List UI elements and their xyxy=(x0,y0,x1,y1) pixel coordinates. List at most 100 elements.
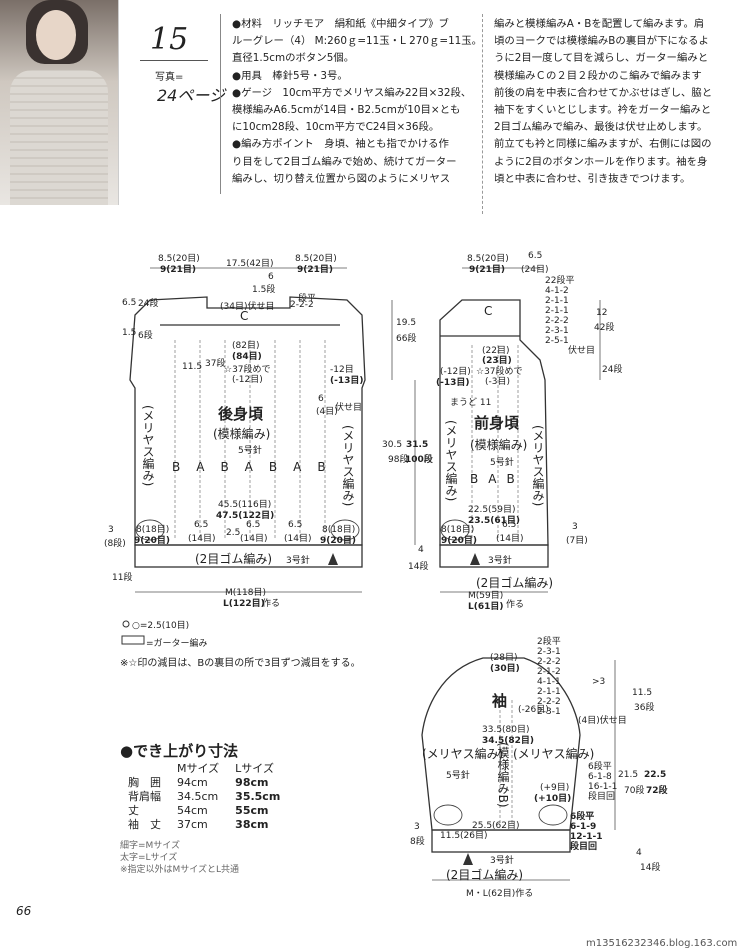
back-cell-3: 6.5 xyxy=(194,520,209,530)
front-total-l: L(61目) xyxy=(468,602,504,612)
front-bh-note: まうど 11 xyxy=(450,398,492,408)
sleeve-sub-right: (メリヤス編み) xyxy=(513,747,595,761)
size-cell: 54cm xyxy=(177,804,208,817)
front-body-title: 前身頃 xyxy=(474,414,520,432)
instruction-line: 2目ゴム編みで編み、最後は伏せ止めします。 xyxy=(494,121,708,134)
front-neck-step: 2-3-1 xyxy=(545,326,569,336)
size-cell: 丈 xyxy=(128,804,139,817)
sleeve-top-2: (30目) xyxy=(490,664,520,674)
legend-garter: =ガーター編み xyxy=(146,639,208,649)
instruction-line: 袖下をすくいとじします。衿をガーター編みと xyxy=(494,104,712,117)
sleeve-cap-dec: (-26目) xyxy=(518,705,549,715)
back-left-dim-3: 1.5 xyxy=(122,328,137,338)
sleeve-h1: 21.5 xyxy=(618,770,639,780)
front-inner-left-1: (-12目) xyxy=(440,367,471,377)
legend-note: ※☆印の減目は、Bの裏目の所で3目ずつ減目をする。 xyxy=(120,658,361,669)
front-right-3: 24段 xyxy=(602,365,623,375)
instruction-line: 頃のヨークでは模様編みBの裏目が下になるよ xyxy=(494,35,709,48)
front-right-1: 12 xyxy=(596,308,608,318)
front-inner-top-2: (23目) xyxy=(482,356,512,366)
front-side-right: (メリヤス編み) xyxy=(531,425,545,507)
size-header xyxy=(128,762,167,776)
back-right-dec-1: -12目 xyxy=(330,365,354,375)
instruction-line: ●ゲージ 10cm平方でメリヤス編み22目×32段、 xyxy=(232,86,472,99)
back-mid-2: (4目) xyxy=(316,407,338,417)
back-cell-5: 2.5 xyxy=(226,528,241,538)
back-inner-top-1: (82目) xyxy=(232,341,260,351)
front-width-2: 23.5(61目) xyxy=(468,516,520,526)
back-neck-2: 1.5段 xyxy=(252,285,276,295)
sleeve-cap-step: 4-1-1 xyxy=(537,677,561,687)
sleeve-inc-note-2: (+10目) xyxy=(534,794,572,804)
instruction-line: 模様編みＣの２目２段かのこ編みで編みます xyxy=(494,69,702,82)
sleeve-cap-step: 2-1-2 xyxy=(537,667,561,677)
divider xyxy=(140,60,208,61)
back-cell-2: 9(20目) xyxy=(134,536,171,546)
back-left-dim-2: 24段 xyxy=(138,299,159,309)
front-cell-4: (14目) xyxy=(496,534,524,544)
instruction-line: ように2目のボタンホールを作ります。袖を身 xyxy=(494,155,708,168)
front-neck-step: 4-1-2 xyxy=(545,286,569,296)
size-note: ※指定以外はMサイズとL共通 xyxy=(120,865,240,875)
size-cell: 34.5cm xyxy=(177,790,219,803)
front-total-label: 作る xyxy=(506,600,525,610)
size-cell: 38cm xyxy=(235,818,269,831)
sleeve-rib-side-4: 14段 xyxy=(640,863,661,873)
back-top-right-dim: 8.5(20目) xyxy=(295,254,337,264)
pattern-number: 15 xyxy=(150,22,189,57)
front-top-1: 8.5(20目) xyxy=(467,254,509,264)
size-header: Mサイズ xyxy=(177,762,220,775)
sleeve-cap-brace: >3 xyxy=(592,677,606,687)
sleeve-needle: 5号針 xyxy=(446,771,470,781)
dashed-separator xyxy=(482,14,483,214)
front-dec-note2: (-3目) xyxy=(485,377,510,387)
back-top-right-dim-l: 9(21目) xyxy=(297,265,334,275)
back-left-dim-4: 6段 xyxy=(138,331,153,341)
back-cell-7: (14目) xyxy=(240,534,268,544)
size-note: 細字=Mサイズ xyxy=(120,841,181,851)
instruction-line: 編みし、切り替え位置から図のようにメリヤス xyxy=(232,172,451,185)
front-rib-needle: 3号針 xyxy=(488,556,512,566)
back-cell-9: (14目) xyxy=(284,534,312,544)
front-length-1: 30.5 xyxy=(382,440,403,450)
front-inner-top-1: (22目) xyxy=(482,346,510,356)
back-width-1: 45.5(116目) xyxy=(218,500,272,510)
back-rib-side-1: 3 xyxy=(108,525,114,535)
size-cell: 背肩幅 xyxy=(128,790,161,803)
front-length-2: 98段 xyxy=(388,455,409,465)
front-top-4: (24目) xyxy=(521,265,549,275)
sleeve-upper-1: 33.5(80目) xyxy=(482,725,530,735)
front-neck-step: 2-2-2 xyxy=(545,316,569,326)
back-needle: 5号針 xyxy=(238,446,262,456)
size-header: Lサイズ xyxy=(235,762,274,775)
sleeve-cap-step: 2-2-2 xyxy=(537,657,561,667)
back-side-left: (メリヤス編み) xyxy=(141,405,155,487)
sleeve-inc-note-1: (+9目) xyxy=(540,783,570,793)
instruction-line: 前後の肩を中表に合わせてかぶせはぎし、脇と xyxy=(494,86,713,99)
back-dec-note2: (-12目) xyxy=(232,375,263,385)
back-dec-note: ☆37段めで xyxy=(224,365,271,375)
front-pattern-row: BAB xyxy=(470,472,525,486)
back-neck-1: 6 xyxy=(268,272,274,282)
sleeve-top-1: (28目) xyxy=(490,653,518,663)
front-neck-step: 2-5-1 xyxy=(545,336,569,346)
back-neck-3: 段平 xyxy=(298,294,317,304)
back-right-dec-2: (-13目) xyxy=(330,376,364,386)
front-top-3: 6.5 xyxy=(528,251,543,261)
back-top-center-dim: 17.5(42目) xyxy=(226,259,274,269)
sleeve-cap-step: 2-3-1 xyxy=(537,707,561,717)
front-cell-1: 8(18目) xyxy=(441,525,475,535)
instruction-line: うに2目一度して目を減らし、ガーター編みと xyxy=(494,52,709,65)
sleeve-rib-side-3: 4 xyxy=(636,848,642,858)
model-photo xyxy=(0,0,119,205)
sleeve-title: 袖 xyxy=(492,692,508,710)
back-pattern-row: BABABAB xyxy=(172,460,342,474)
front-neck-step: 2-1-1 xyxy=(545,306,569,316)
